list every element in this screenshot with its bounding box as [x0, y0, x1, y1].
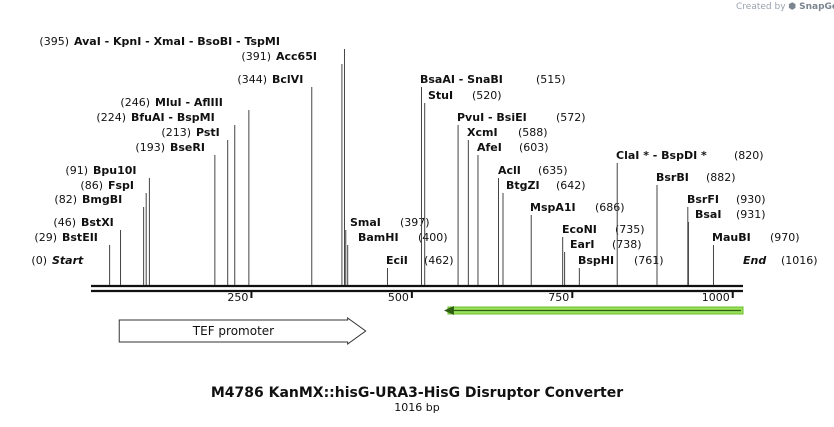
site-position: (86) — [80, 179, 103, 192]
feature-arrow-head — [443, 306, 454, 315]
site-enzyme: BmgBI — [82, 193, 122, 206]
site-position: (738) — [612, 238, 642, 251]
snapgene-logo-icon: ⬢ — [788, 2, 797, 12]
site-enzyme: PstI — [196, 126, 220, 139]
site-enzyme: SmaI — [350, 216, 381, 229]
site-enzyme: End — [743, 254, 766, 267]
site-position: (400) — [418, 231, 448, 244]
site-position: (1016) — [781, 254, 818, 267]
site-position: (462) — [424, 254, 454, 267]
site-position: (193) — [135, 141, 165, 154]
credit-created-by: Created by — [736, 2, 786, 12]
site-enzyme: ClaI * - BspDI * — [616, 149, 707, 162]
scale-tick-label: 250 — [227, 291, 248, 304]
site-position: (246) — [120, 96, 150, 109]
scale-tick-label: 1000 — [702, 291, 730, 304]
feature-arrow-forward — [118, 317, 367, 345]
site-position: (29) — [34, 231, 57, 244]
site-enzyme: BstXI — [81, 216, 114, 229]
site-enzyme: BfuAI - BspMI — [131, 111, 215, 124]
site-enzyme: AvaI - KpnI - XmaI - BsoBI - TspMI — [74, 35, 280, 48]
site-position: (820) — [734, 149, 764, 162]
site-position: (635) — [538, 164, 568, 177]
scale-tick-label: 750 — [548, 291, 569, 304]
site-enzyme: Acc65I — [276, 50, 317, 63]
site-enzyme: FspI — [108, 179, 134, 192]
site-position: (0) — [31, 254, 47, 267]
site-position: (344) — [237, 73, 267, 86]
site-position: (520) — [472, 89, 502, 102]
site-enzyme: MauBI — [712, 231, 751, 244]
site-position: (224) — [96, 111, 126, 124]
site-enzyme: BsrBI — [656, 171, 689, 184]
site-enzyme: BclVI — [272, 73, 303, 86]
site-position: (82) — [54, 193, 77, 206]
site-enzyme: EarI — [570, 238, 594, 251]
site-enzyme: StuI — [428, 89, 453, 102]
site-enzyme: BseRI — [170, 141, 205, 154]
site-enzyme: AclI — [498, 164, 521, 177]
feature-label: TEF promoter — [192, 324, 274, 338]
site-position: (603) — [519, 141, 549, 154]
site-position: (970) — [770, 231, 800, 244]
map-title: M4786 KanMX::hisG-URA3-HisG Disruptor Co… — [211, 385, 623, 401]
site-position: (761) — [634, 254, 664, 267]
site-enzyme: BstEII — [62, 231, 98, 244]
site-enzyme: Bpu10I — [93, 164, 137, 177]
site-position: (395) — [39, 35, 69, 48]
site-position: (930) — [736, 193, 766, 206]
credit-brand: SnapGene — [799, 2, 834, 12]
site-enzyme: BsaI — [695, 208, 721, 221]
site-enzyme: EciI — [386, 254, 408, 267]
site-position: (686) — [595, 201, 625, 214]
site-position: (882) — [706, 171, 736, 184]
site-enzyme: BspHI — [578, 254, 614, 267]
map-length: 1016 bp — [394, 401, 439, 414]
snapgene-credit: Created by ⬢ SnapGene — [736, 2, 834, 12]
site-enzyme: XcmI — [467, 126, 498, 139]
site-position: (588) — [518, 126, 548, 139]
site-position: (213) — [161, 126, 191, 139]
site-position: (46) — [53, 216, 76, 229]
site-position: (572) — [556, 111, 586, 124]
site-enzyme: EcoNI — [562, 223, 597, 236]
site-position: (642) — [556, 179, 586, 192]
site-enzyme: PvuI - BsiEI — [457, 111, 527, 124]
site-enzyme: MluI - AflIII — [155, 96, 223, 109]
site-position: (515) — [536, 73, 566, 86]
site-enzyme: BtgZI — [506, 179, 540, 192]
site-position: (391) — [241, 50, 271, 63]
site-enzyme: Start — [52, 254, 84, 267]
site-position: (931) — [736, 208, 766, 221]
site-enzyme: BamHI — [358, 231, 399, 244]
site-enzyme: BsaAI - SnaBI — [420, 73, 503, 86]
scale-tick-label: 500 — [388, 291, 409, 304]
site-enzyme: AfeI — [477, 141, 502, 154]
site-position: (735) — [615, 223, 645, 236]
site-position: (91) — [65, 164, 88, 177]
site-enzyme: MspA1I — [530, 201, 576, 214]
site-enzyme: BsrFI — [687, 193, 719, 206]
site-position: (397) — [400, 216, 430, 229]
